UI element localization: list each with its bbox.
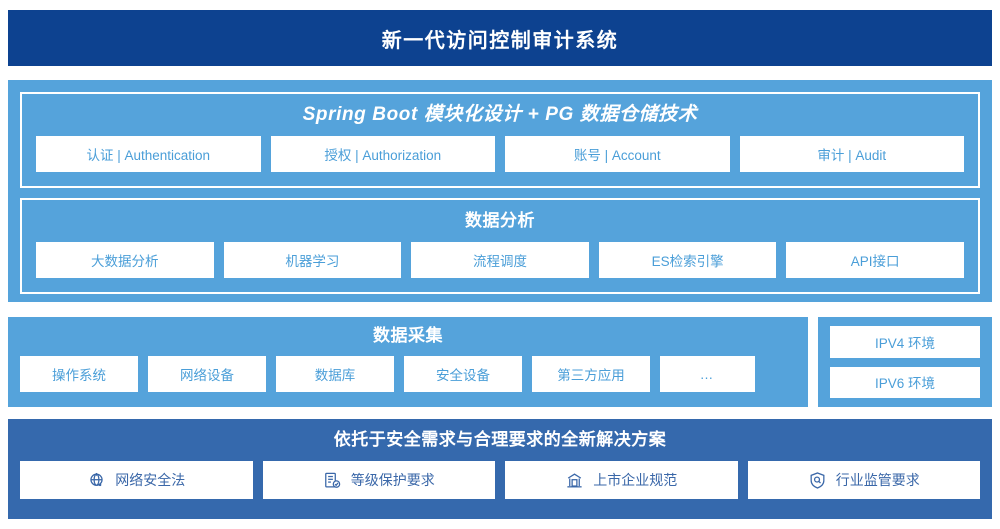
analysis-card-es-search-engine[interactable]: ES检索引擎	[598, 242, 777, 278]
card-label: API接口	[850, 254, 900, 269]
data-collection-title: 数据采集	[373, 326, 443, 345]
ip-environment-item-ipv4[interactable]: IPV4 环境	[830, 326, 980, 358]
solution-card-grade-protection[interactable]: 等级保护要求	[262, 461, 495, 499]
card-label: IPV6 环境	[874, 376, 936, 392]
architecture-section: Spring Boot 模块化设计 + PG 数据仓储技术 认证 | Authe…	[8, 80, 992, 302]
card-label: 账号 | Account	[573, 148, 661, 163]
solution-panel: 依托于安全需求与合理要求的全新解决方案 网络安全法	[20, 427, 980, 499]
analysis-title: 数据分析	[465, 211, 535, 230]
solution-section: 依托于安全需求与合理要求的全新解决方案 网络安全法	[8, 419, 992, 519]
card-label: 数据库	[314, 368, 356, 383]
analysis-card-workflow-scheduling[interactable]: 流程调度	[411, 242, 589, 278]
page-title: 新一代访问控制审计系统	[381, 29, 619, 52]
page-header: 新一代访问控制审计系统	[8, 10, 992, 66]
collection-card-database[interactable]: 数据库	[276, 356, 394, 392]
data-collection-section: 数据采集 操作系统 网络设备 数据库 安全设备 第三方应用 …	[8, 317, 808, 407]
data-collection-card-row: 操作系统 网络设备 数据库 安全设备 第三方应用 …	[20, 356, 796, 392]
shield-search-icon	[808, 471, 827, 490]
card-label: 行业监管要求	[835, 472, 920, 488]
platform-card-audit[interactable]: 审计 | Audit	[739, 136, 964, 172]
platform-card-account[interactable]: 账号 | Account	[505, 136, 730, 172]
platform-card-row: 认证 | Authentication 授权 | Authorization 账…	[36, 136, 964, 172]
solution-title: 依托于安全需求与合理要求的全新解决方案	[333, 430, 667, 449]
collection-card-more[interactable]: …	[660, 356, 755, 392]
card-label: 等级保护要求	[350, 472, 435, 488]
platform-panel: Spring Boot 模块化设计 + PG 数据仓储技术 认证 | Authe…	[20, 92, 980, 188]
platform-card-authentication[interactable]: 认证 | Authentication	[36, 136, 261, 172]
analysis-panel: 数据分析 大数据分析 机器学习 流程调度 ES检索引擎 API接口	[20, 198, 980, 294]
card-label: 上市企业规范	[593, 472, 678, 488]
solution-card-row: 网络安全法 等级保护要求	[20, 461, 980, 499]
card-label: 安全设备	[436, 368, 490, 383]
card-label: 机器学习	[285, 254, 340, 269]
analysis-card-bigdata[interactable]: 大数据分析	[36, 242, 214, 278]
ip-environment-item-ipv6[interactable]: IPV6 环境	[830, 366, 980, 398]
card-label: 大数据分析	[91, 254, 159, 269]
card-label: ES检索引擎	[651, 254, 724, 269]
card-label: 流程调度	[472, 254, 527, 269]
card-label: 第三方应用	[557, 368, 625, 383]
card-label: 审计 | Audit	[817, 148, 887, 163]
card-label: …	[699, 366, 716, 382]
solution-card-industry-supervision[interactable]: 行业监管要求	[747, 461, 980, 499]
data-collection-panel: 数据采集 操作系统 网络设备 数据库 安全设备 第三方应用 …	[20, 323, 796, 392]
collection-card-third-party-app[interactable]: 第三方应用	[532, 356, 650, 392]
card-label: 认证 | Authentication	[86, 148, 211, 163]
document-check-icon	[323, 471, 342, 490]
card-label: 授权 | Authorization	[324, 148, 442, 163]
card-label: 网络设备	[180, 368, 234, 383]
platform-title: Spring Boot 模块化设计 + PG 数据仓储技术	[302, 104, 698, 125]
collection-card-network-device[interactable]: 网络设备	[148, 356, 266, 392]
card-label: 网络安全法	[115, 472, 186, 488]
ip-environment-section: IPV4 环境 IPV6 环境	[818, 317, 992, 407]
globe-icon	[87, 471, 106, 490]
card-label: IPV4 环境	[874, 335, 936, 351]
bank-icon	[565, 471, 584, 490]
collection-card-security-device[interactable]: 安全设备	[404, 356, 522, 392]
platform-card-authorization[interactable]: 授权 | Authorization	[270, 136, 495, 172]
solution-card-listed-enterprise[interactable]: 上市企业规范	[505, 461, 738, 499]
analysis-card-row: 大数据分析 机器学习 流程调度 ES检索引擎 API接口	[36, 242, 964, 278]
analysis-card-machine-learning[interactable]: 机器学习	[223, 242, 402, 278]
analysis-card-api[interactable]: API接口	[786, 242, 964, 278]
solution-card-cybersecurity-law[interactable]: 网络安全法	[20, 461, 253, 499]
card-label: 操作系统	[52, 368, 106, 383]
collection-card-operating-system[interactable]: 操作系统	[20, 356, 138, 392]
